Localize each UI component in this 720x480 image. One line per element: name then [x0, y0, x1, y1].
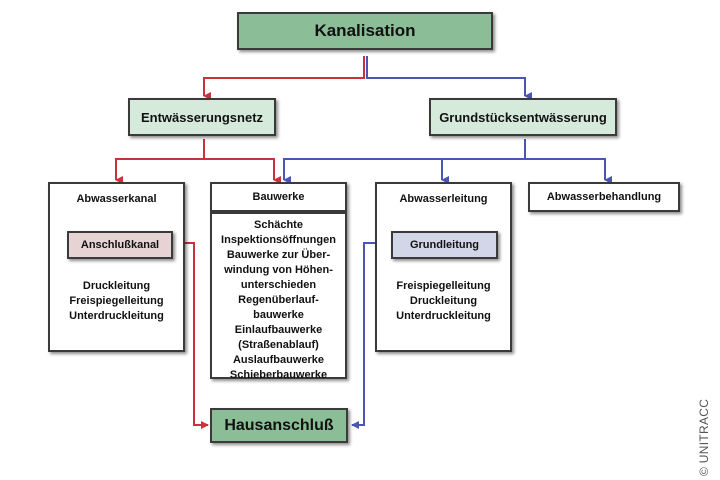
- grundstuecksentwaesserung-box: Grundstücksentwässerung: [429, 98, 617, 136]
- abwasserkanal-list: Druckleitung Freispiegelleitung Unterdru…: [50, 279, 183, 324]
- list-item: Druckleitung: [409, 295, 478, 307]
- abwasserleitung-list: Freispiegelleitung Druckleitung Unterdru…: [377, 279, 510, 324]
- list-item: Regenüberlauf-: [238, 294, 319, 306]
- list-item: Unterdruckleitung: [396, 310, 491, 322]
- anschlusskanal-box: Anschlußkanal: [67, 231, 173, 259]
- grundstuecksentwaesserung-label: Grundstücksentwässerung: [439, 109, 607, 125]
- blue-connector-top: [366, 56, 532, 100]
- bauwerke-list: Schächte Inspektionsöffnungen Bauwerke z…: [212, 218, 345, 383]
- list-item: Unterdruckleitung: [69, 310, 164, 322]
- abwasserleitung-box: Abwasserleitung Grundleitung Freispiegel…: [375, 182, 512, 352]
- list-item: windung von Höhen-: [224, 264, 333, 276]
- bauwerke-list-box: Schächte Inspektionsöffnungen Bauwerke z…: [210, 212, 347, 381]
- hausanschluss-label: Hausanschluß: [224, 416, 334, 434]
- list-item: Schieberbauwerke: [229, 369, 328, 381]
- kanalisation-label: Kanalisation: [314, 21, 416, 40]
- list-item: Freispiegelleitung: [396, 280, 491, 292]
- list-item: Auslaufbauwerke: [232, 354, 325, 366]
- list-item: Schächte: [254, 219, 303, 231]
- bauwerke-title: Bauwerke: [252, 191, 305, 203]
- kanalisation-box: Kanalisation: [237, 12, 493, 50]
- hausanschluss-box: Hausanschluß: [210, 408, 348, 443]
- list-item: unterschieden: [240, 279, 317, 291]
- abwasserkanal-box: Abwasserkanal Anschlußkanal Druckleitung…: [48, 182, 185, 352]
- red-connector-top: [203, 56, 365, 100]
- list-item: Freispiegelleitung: [69, 295, 164, 307]
- abwasserbehandlung-label: Abwasserbehandlung: [546, 191, 662, 203]
- list-item: (Straßenablauf): [238, 339, 319, 351]
- red-connector-abwasserkanal: [115, 139, 205, 184]
- bauwerke-header-box: Bauwerke: [210, 182, 347, 212]
- entwaesserungsnetz-label: Entwässerungsnetz: [140, 109, 264, 125]
- abwasserkanal-title: Abwasserkanal: [76, 193, 157, 205]
- list-item: Druckleitung: [82, 280, 151, 292]
- red-connector-bauwerke: [204, 158, 281, 184]
- blue-connector-abwasserbehandlung: [525, 158, 612, 184]
- blue-connector-bauwerke: [283, 139, 526, 184]
- list-item: Einlaufbauwerke: [234, 324, 323, 336]
- list-item: Inspektionsöffnungen: [221, 234, 336, 246]
- anschlusskanal-label: Anschlußkanal: [80, 239, 160, 251]
- entwaesserungsnetz-box: Entwässerungsnetz: [128, 98, 276, 136]
- grundleitung-box: Grundleitung: [391, 231, 498, 259]
- grundleitung-label: Grundleitung: [409, 239, 480, 251]
- list-item: Bauwerke zur Über-: [226, 249, 331, 261]
- abwasserbehandlung-box: Abwasserbehandlung: [528, 182, 680, 212]
- list-item: bauwerke: [253, 309, 304, 321]
- abwasserleitung-title: Abwasserleitung: [399, 193, 488, 205]
- copyright-label: © UNITRACC: [697, 398, 711, 476]
